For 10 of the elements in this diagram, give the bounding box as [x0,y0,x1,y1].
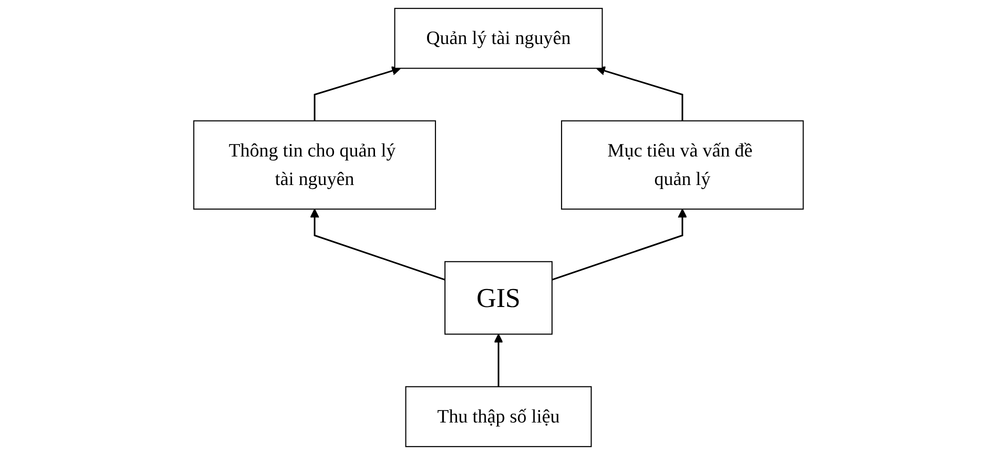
node-box: GIS [444,261,553,335]
arrow [596,66,684,121]
node-box: Thông tin cho quản lý tài nguyên [193,120,436,210]
arrow [494,334,504,387]
arrow [552,208,688,280]
node-box: Quản lý tài nguyên [394,8,603,69]
node-box: Mục tiêu và vấn đề quản lý [561,120,804,210]
arrow [314,66,401,121]
arrow [310,208,446,280]
node-box: Thu thập số liệu [405,386,592,448]
